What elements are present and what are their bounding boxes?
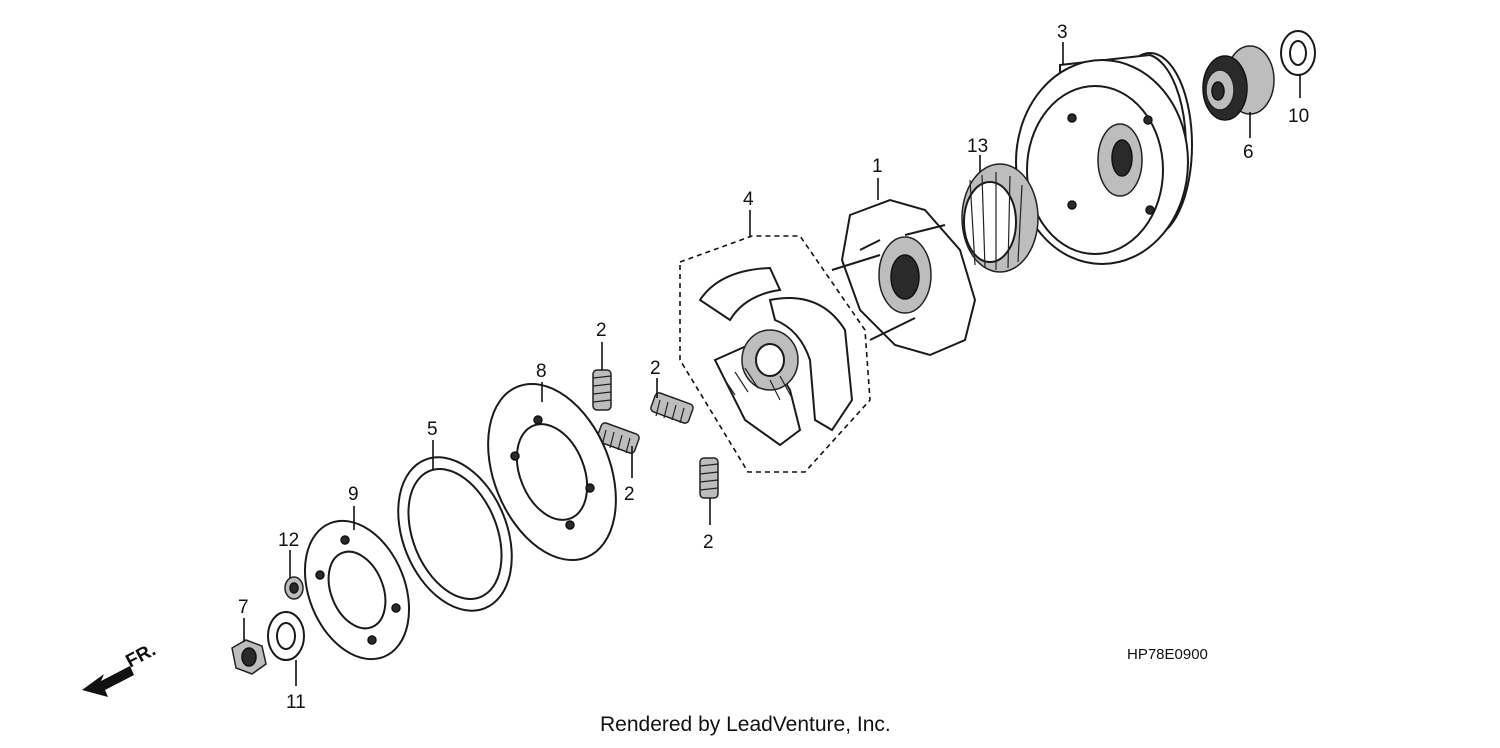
arrow-left-icon (82, 666, 134, 697)
callout-2-top: 2 (596, 320, 607, 341)
part-small-nut[interactable] (284, 576, 304, 600)
part-drive-plate[interactable] (831, 198, 977, 357)
callout-8: 8 (536, 361, 547, 382)
part-washer-bottom[interactable] (267, 611, 305, 661)
part-washer-top[interactable] (1280, 30, 1316, 76)
part-hex-nut[interactable] (231, 639, 267, 675)
part-spring-d[interactable] (699, 457, 719, 499)
callout-labels: 1 4 3 6 10 13 2 2 2 2 8 5 9 12 7 11 (238, 22, 1309, 713)
part-side-plate[interactable] (286, 505, 429, 674)
callout-3: 3 (1057, 22, 1068, 43)
part-one-way-clutch[interactable] (961, 163, 1039, 273)
part-clutch-plate[interactable] (464, 365, 640, 579)
part-spring-b[interactable] (650, 392, 694, 424)
callout-12: 12 (278, 530, 299, 551)
callout-2-middle: 2 (650, 358, 661, 379)
callout-11: 11 (286, 692, 306, 713)
front-direction-indicator: FR. (82, 640, 159, 697)
callout-6: 6 (1243, 142, 1254, 163)
leader-lines (243, 42, 1301, 686)
part-spring-a[interactable] (592, 369, 612, 411)
callout-7: 7 (238, 597, 249, 618)
callout-5: 5 (427, 419, 438, 440)
part-clutch-weight-assembly[interactable] (679, 235, 871, 473)
callout-1: 1 (872, 156, 883, 177)
part-clutch-outer-drum[interactable] (1015, 52, 1193, 265)
callout-9: 9 (348, 484, 359, 505)
callout-2-lower: 2 (624, 484, 635, 505)
render-credit: Rendered by LeadVenture, Inc. (600, 713, 891, 736)
part-lining-ring[interactable] (377, 440, 533, 627)
part-primary-drive-gear[interactable] (1202, 45, 1275, 121)
callout-13: 13 (967, 136, 988, 157)
callout-10: 10 (1288, 106, 1309, 127)
callout-2-bottom: 2 (703, 532, 714, 553)
callout-4: 4 (743, 189, 754, 210)
diagram-code: HP78E0900 (1127, 646, 1208, 663)
part-spring-c[interactable] (596, 422, 640, 454)
